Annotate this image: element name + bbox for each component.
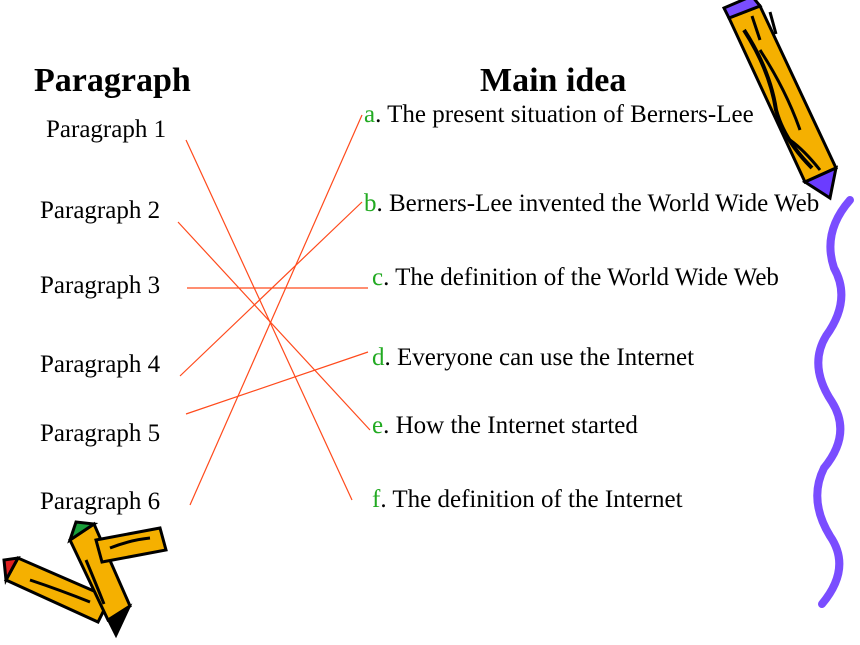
pencil-icon: [721, 0, 839, 201]
paragraph-label-1: Paragraph 1: [46, 116, 167, 143]
idea-letter-b: b: [364, 190, 377, 217]
idea-b: b. Berners-Lee invented the World Wide W…: [359, 187, 835, 221]
paragraph-label-6: Paragraph 6: [40, 488, 161, 515]
match-line-4-b: [179, 201, 363, 377]
match-line-5-d: [185, 351, 369, 415]
idea-text-d: . Everyone can use the Internet: [384, 344, 695, 371]
idea-text-e: . How the Internet started: [383, 412, 638, 439]
match-line-2-e: [177, 221, 371, 431]
paragraph-label-4: Paragraph 4: [40, 351, 161, 378]
idea-text-b: . Berners-Lee invented the World Wide We…: [376, 190, 820, 217]
paragraph-label-5: Paragraph 5: [40, 420, 161, 447]
idea-d: d. Everyone can use the Internet: [372, 341, 832, 375]
idea-letter-d: d: [372, 344, 385, 371]
idea-letter-e: e: [372, 412, 384, 439]
idea-text-a: . The present situation of Berners-Lee: [375, 101, 754, 128]
idea-e: e. How the Internet started: [372, 409, 832, 443]
idea-text-c: . The definition of the World Wide Web: [383, 264, 779, 291]
idea-text-f: . The definition of the Internet: [380, 486, 683, 513]
paragraph-label-2: Paragraph 2: [40, 197, 161, 224]
squiggle-decoration: [813, 196, 854, 608]
idea-f: f. The definition of the Internet: [372, 483, 832, 517]
idea-letter-a: a: [364, 101, 376, 128]
main-idea-header: Main idea: [480, 62, 627, 99]
idea-c: c. The definition of the World Wide Web: [372, 261, 792, 295]
idea-letter-f: f: [372, 486, 381, 513]
paragraph-label-3: Paragraph 3: [40, 272, 161, 299]
idea-a: a. The present situation of Berners-Lee: [364, 98, 844, 132]
crayons-icon: [2, 520, 168, 639]
match-line-6-a: [189, 114, 363, 506]
paragraph-header: Paragraph: [34, 62, 191, 99]
idea-letter-c: c: [372, 264, 384, 291]
